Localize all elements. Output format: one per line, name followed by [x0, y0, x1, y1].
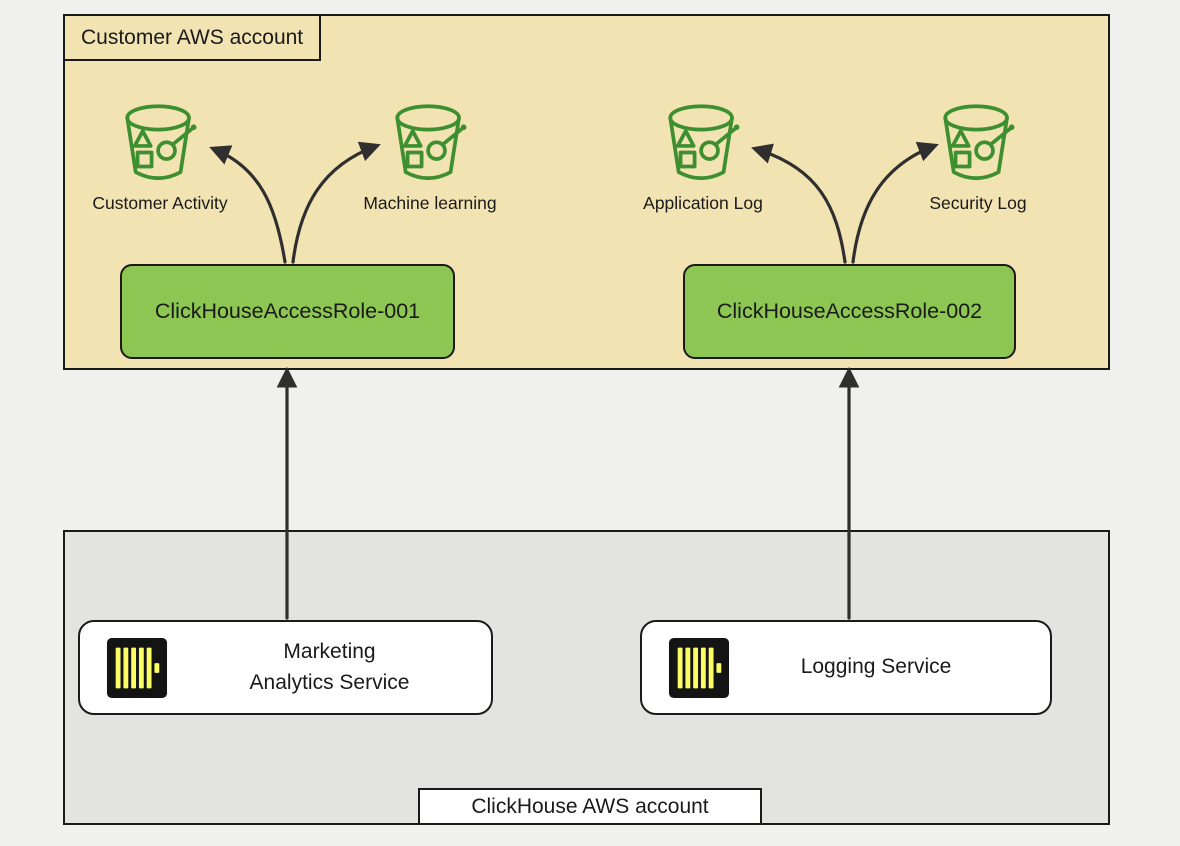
service-logging: Logging Service [640, 620, 1052, 715]
bucket-application-log: Application Log [593, 102, 813, 214]
bucket-label: Application Log [643, 193, 763, 213]
clickhouse-logo-icon [106, 637, 168, 699]
bucket-customer-activity: Customer Activity [50, 102, 270, 214]
clickhouse-logo-icon [668, 637, 730, 699]
role-clickhouse-access-role-002: ClickHouseAccessRole-002 [683, 264, 1016, 359]
service-label: Marketing Analytics Service [249, 640, 410, 694]
service-marketing-analytics: Marketing Analytics Service [78, 620, 493, 715]
s3-bucket-icon [665, 102, 741, 188]
clickhouse-account-title: ClickHouse AWS account [418, 788, 762, 825]
role-clickhouse-access-role-001: ClickHouseAccessRole-001 [120, 264, 455, 359]
role-label: ClickHouseAccessRole-002 [716, 299, 983, 323]
bucket-label: Machine learning [363, 193, 497, 213]
bucket-machine-learning: Machine learning [320, 102, 540, 214]
customer-account-title: Customer AWS account [63, 14, 322, 61]
bucket-label: Security Log [929, 193, 1027, 213]
role-label: ClickHouseAccessRole-001 [154, 299, 421, 323]
s3-bucket-icon [122, 102, 198, 188]
bucket-security-log: Security Log [868, 102, 1088, 214]
bucket-label: Customer Activity [92, 193, 228, 213]
s3-bucket-icon [940, 102, 1016, 188]
service-label: Logging Service [800, 655, 952, 679]
s3-bucket-icon [392, 102, 468, 188]
